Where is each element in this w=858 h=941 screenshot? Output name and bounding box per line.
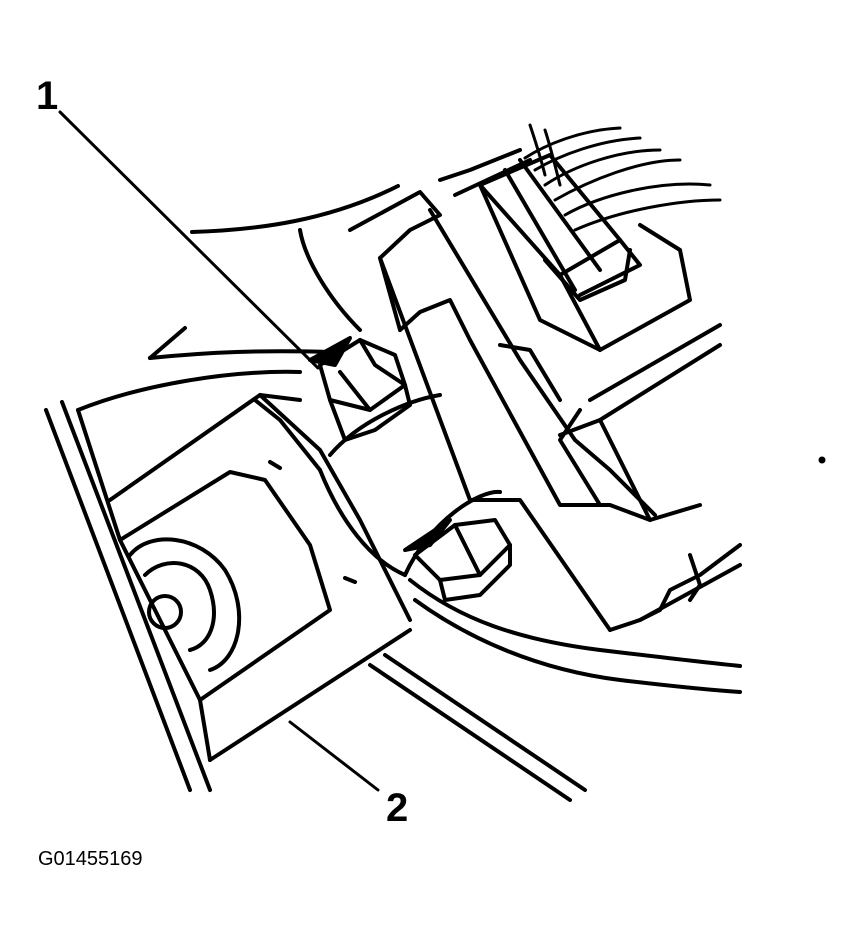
- mounting-bracket: [44, 393, 412, 792]
- callout-2-leader: [288, 720, 380, 792]
- figure-id: G01455169: [38, 848, 143, 870]
- lower-nut: [403, 518, 512, 602]
- callout-label-2: 2: [386, 786, 409, 830]
- control-housing: [348, 148, 742, 632]
- electrical-connector: [478, 153, 692, 352]
- switch-knob: [128, 537, 242, 672]
- upper-nut: [308, 336, 412, 442]
- wire-harness: [523, 123, 722, 232]
- callout-1-leader: [58, 110, 320, 370]
- switch-body: [253, 393, 742, 802]
- speck: [818, 456, 826, 464]
- callout-label-1: 1: [36, 74, 59, 118]
- upper-shroud: [76, 184, 400, 412]
